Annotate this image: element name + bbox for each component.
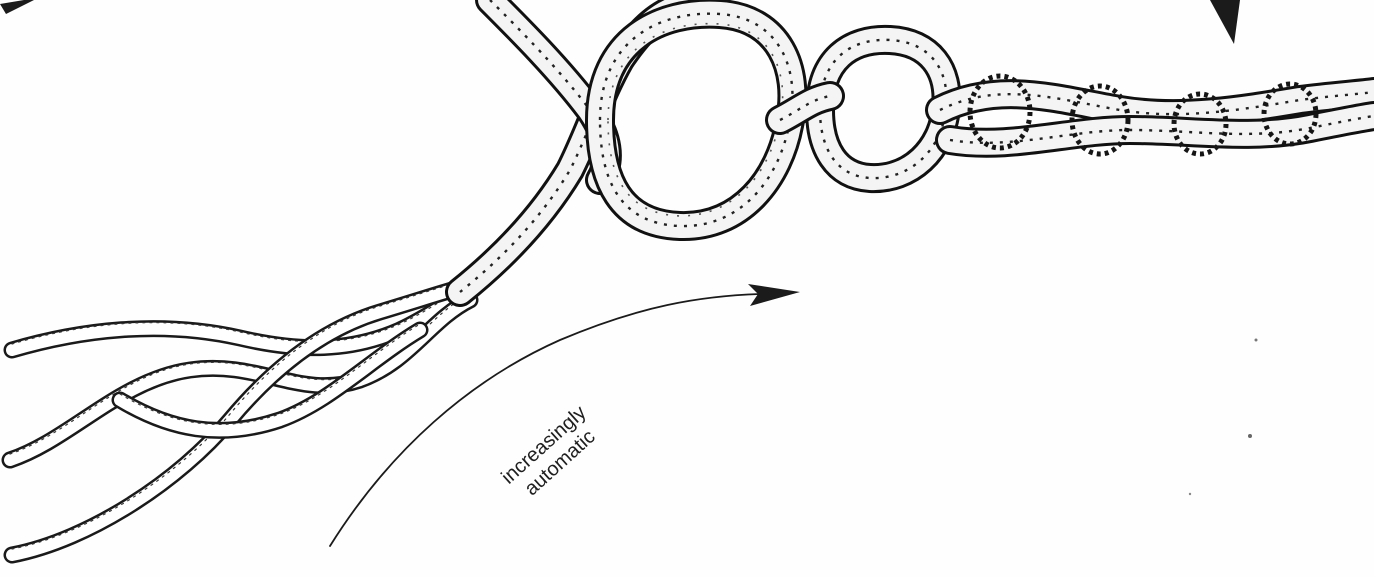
small-loop (780, 40, 947, 178)
large-loop (600, 14, 792, 226)
twisted-rope (460, 0, 690, 292)
loose-strands (10, 276, 480, 555)
top-left-arrow-fragment (0, 0, 34, 14)
top-right-arrow-fragment (1210, 0, 1240, 44)
tight-braid (940, 76, 1374, 154)
